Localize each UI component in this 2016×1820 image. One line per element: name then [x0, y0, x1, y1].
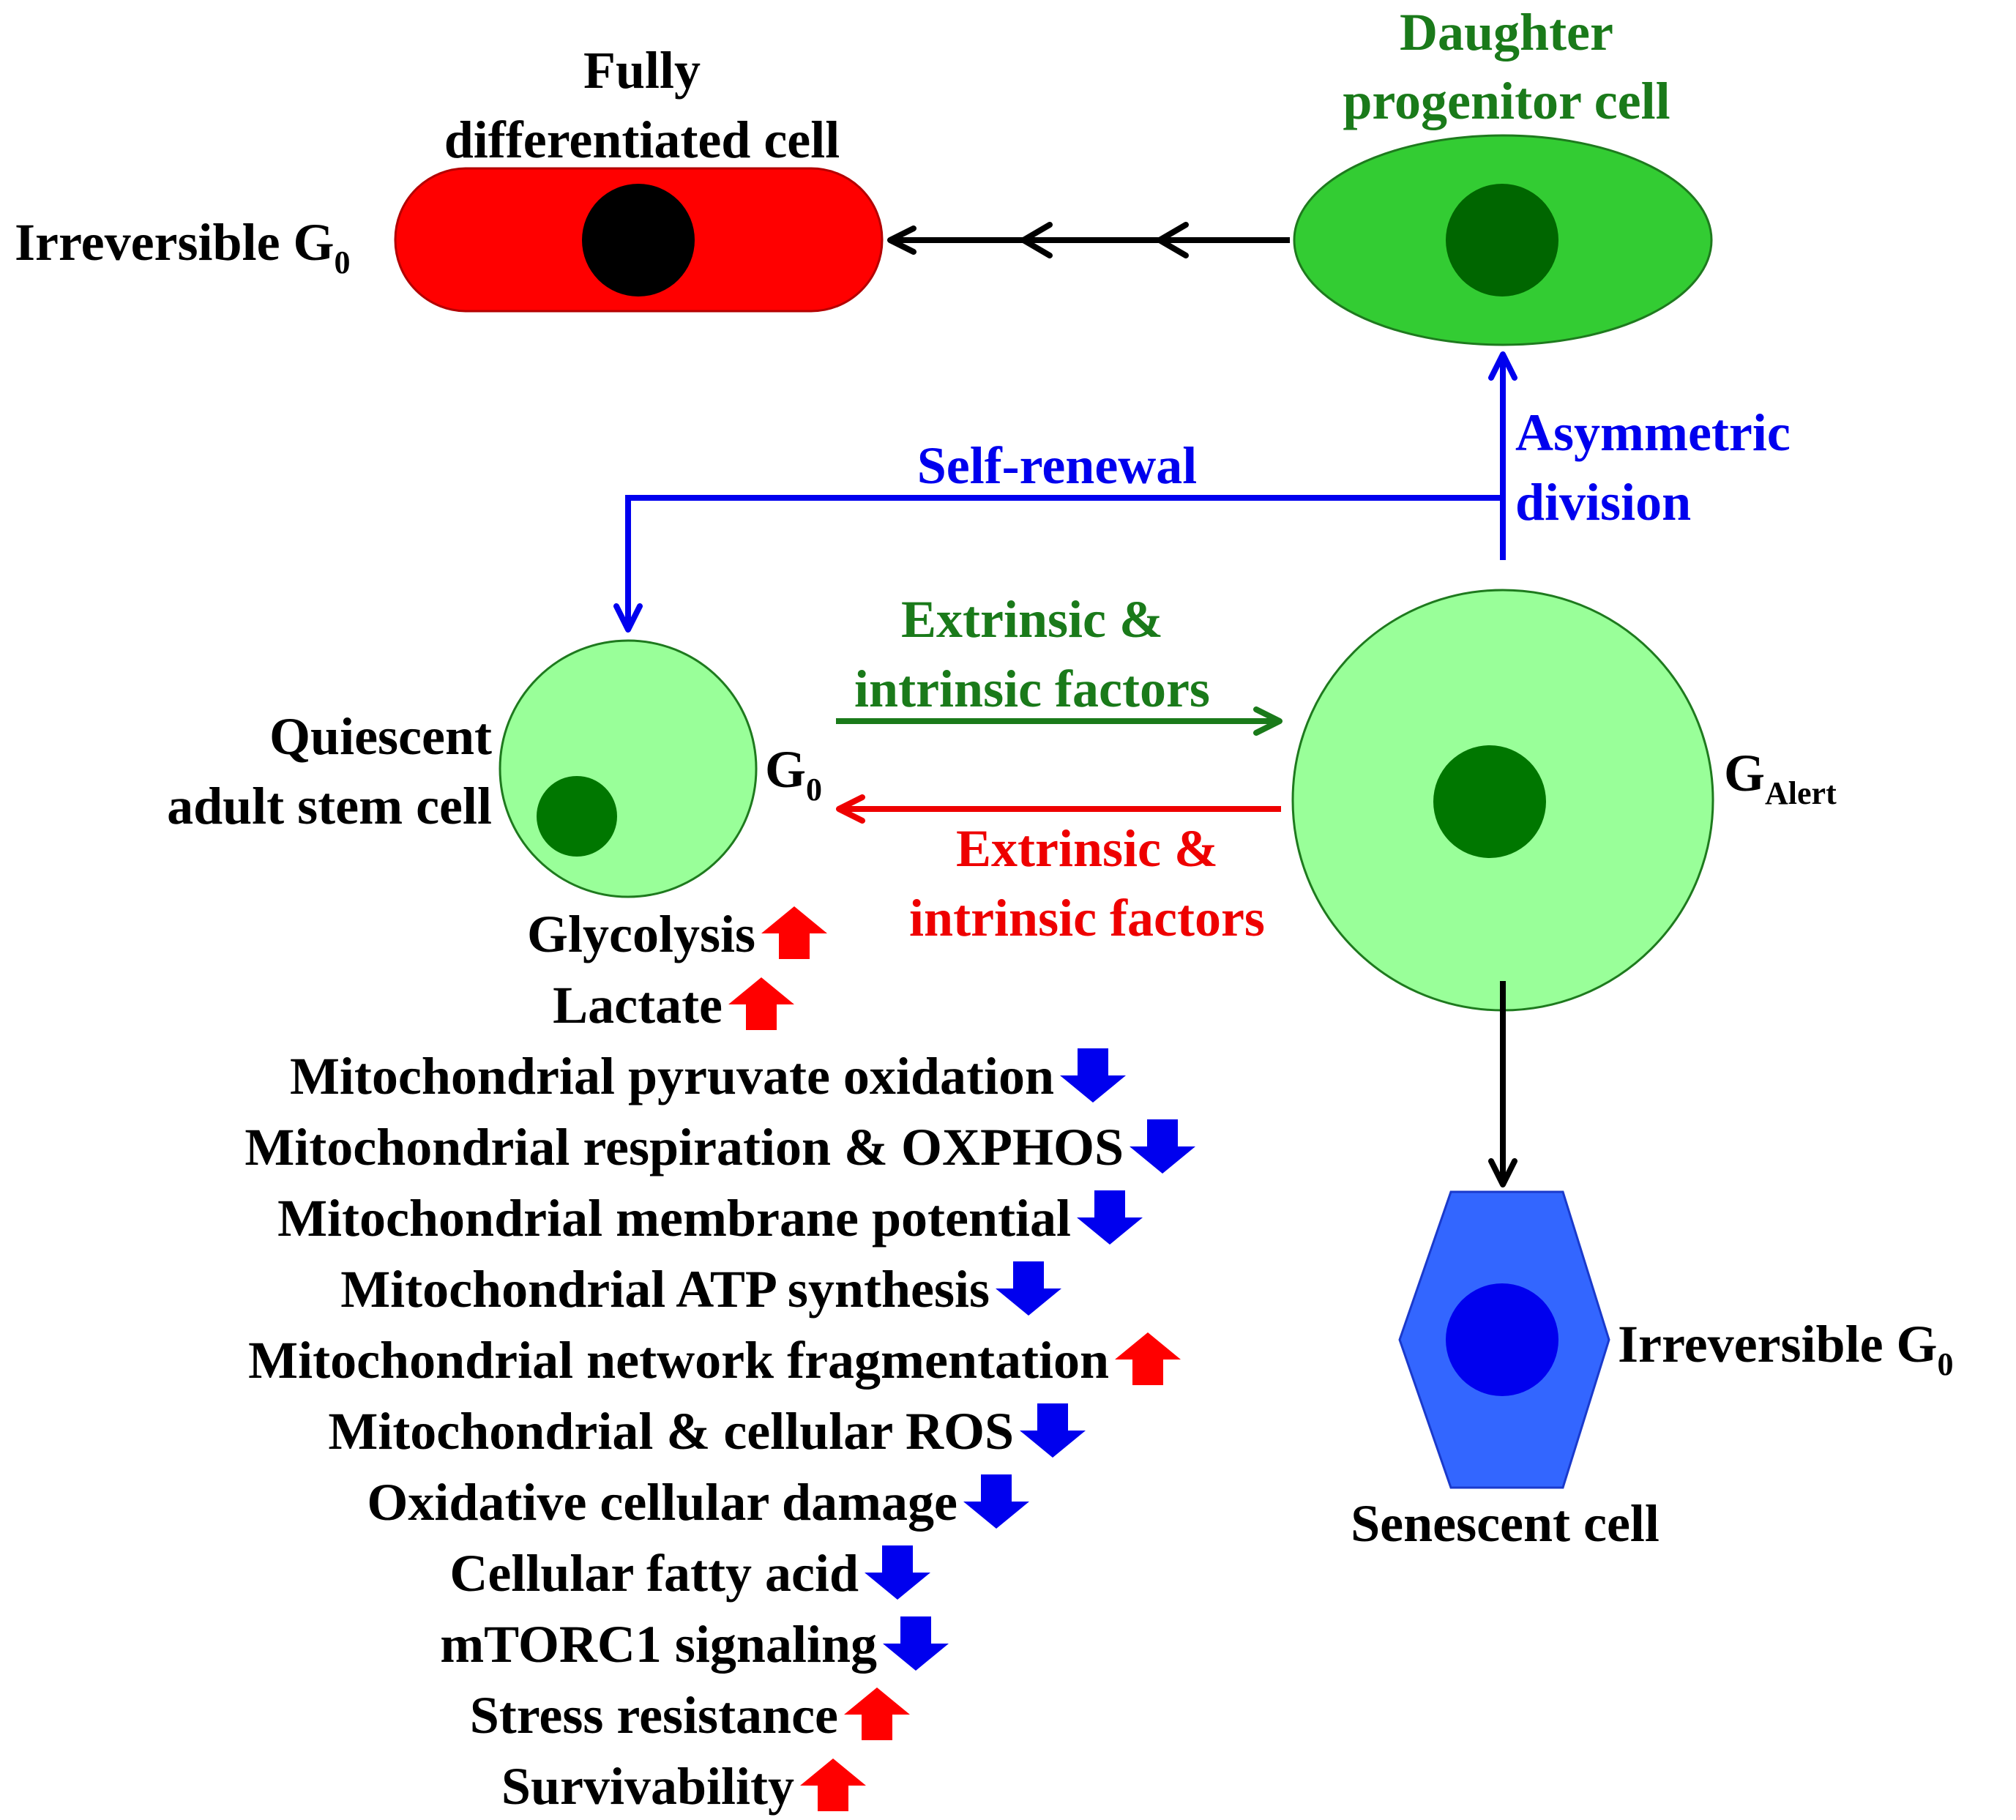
- self-renewal-label: Self-renewal: [917, 436, 1198, 495]
- quiescent-label-line2: adult stem cell: [167, 777, 492, 835]
- irreversible-g0-bottom-label: Irreversible G0: [1618, 1315, 1954, 1382]
- metabolic-feature-label: mTORC1 signaling: [440, 1615, 877, 1674]
- g0-state-subscript: 0: [806, 772, 822, 808]
- irreversible-g0-top-text: Irreversible G: [15, 213, 335, 272]
- extrinsic-reverse-label-line2: intrinsic factors: [909, 889, 1265, 947]
- daughter-label-line1: Daughter: [1400, 3, 1613, 61]
- decrease-arrow-icon: [996, 1261, 1061, 1316]
- galert-state-subscript: Alert: [1765, 775, 1837, 811]
- asymmetric-label-line2: division: [1515, 473, 1691, 532]
- metabolic-feature-label: Mitochondrial membrane potential: [277, 1189, 1071, 1247]
- decrease-arrow-icon: [883, 1616, 949, 1671]
- differentiation-arrow-head-2: [1020, 222, 1053, 258]
- metabolic-feature-label: Mitochondrial pyruvate oxidation: [290, 1047, 1054, 1105]
- irreversible-g0-top-label: Irreversible G0: [15, 213, 351, 280]
- increase-arrow-icon: [844, 1687, 910, 1740]
- fully-differentiated-label-line1: Fully: [583, 41, 701, 100]
- galert-cell-nucleus: [1433, 745, 1546, 858]
- galert-state-text: G: [1724, 744, 1765, 802]
- g0-state-text: G: [765, 740, 806, 799]
- quiescent-label-line1: Quiescent: [269, 707, 492, 766]
- quiescent-stem-cell-body: [499, 639, 758, 898]
- increase-arrow-icon: [800, 1759, 866, 1811]
- metabolic-feature-label: Mitochondrial network fragmentation: [248, 1331, 1109, 1390]
- irreversible-g0-bottom-subscript: 0: [1938, 1346, 1954, 1382]
- decrease-arrow-icon: [865, 1545, 930, 1600]
- metabolic-feature-label: Survivability: [501, 1757, 794, 1816]
- metabolic-feature-label: Oxidative cellular damage: [367, 1473, 957, 1532]
- metabolic-feature-label: Mitochondrial & cellular ROS: [328, 1402, 1014, 1461]
- extrinsic-reverse-label-line1: Extrinsic &: [956, 819, 1218, 878]
- progenitor-cell-nucleus: [1446, 184, 1558, 297]
- decrease-arrow-icon: [1020, 1403, 1086, 1458]
- metabolic-feature-label: Glycolysis: [527, 905, 755, 963]
- metabolic-feature-label: Lactate: [553, 976, 723, 1034]
- differentiation-arrow-head-3: [1157, 222, 1189, 258]
- metabolic-feature-label: Cellular fatty acid: [449, 1544, 859, 1603]
- decrease-arrow-icon: [963, 1474, 1029, 1529]
- quiescent-stem-cell-nucleus: [537, 776, 617, 857]
- irreversible-g0-top-subscript: 0: [335, 245, 351, 280]
- increase-arrow-icon: [761, 906, 827, 959]
- decrease-arrow-icon: [1060, 1048, 1126, 1103]
- galert-state-label: GAlert: [1724, 744, 1837, 811]
- irreversible-g0-bottom-text: Irreversible G: [1618, 1315, 1938, 1373]
- self-renewal-arrow: [613, 495, 1503, 633]
- metabolic-feature-label: Mitochondrial respiration & OXPHOS: [244, 1118, 1124, 1176]
- decrease-arrow-icon: [1130, 1119, 1195, 1174]
- senescent-label: Senescent cell: [1351, 1494, 1660, 1553]
- differentiated-cell-nucleus: [582, 184, 695, 297]
- increase-arrow-icon: [728, 977, 794, 1030]
- senescent-cell-nucleus: [1446, 1283, 1558, 1396]
- metabolic-feature-label: Mitochondrial ATP synthesis: [340, 1260, 990, 1319]
- extrinsic-forward-label-line1: Extrinsic &: [901, 590, 1163, 649]
- g0-state-label: G0: [765, 740, 822, 808]
- decrease-arrow-icon: [1077, 1190, 1143, 1245]
- asymmetric-label-line1: Asymmetric: [1515, 403, 1791, 462]
- daughter-label-line2: progenitor cell: [1343, 72, 1670, 130]
- increase-arrow-icon: [1115, 1332, 1181, 1385]
- fully-differentiated-label-line2: differentiated cell: [444, 111, 840, 169]
- metabolic-feature-label: Stress resistance: [470, 1686, 838, 1745]
- extrinsic-forward-label-line2: intrinsic factors: [854, 660, 1210, 718]
